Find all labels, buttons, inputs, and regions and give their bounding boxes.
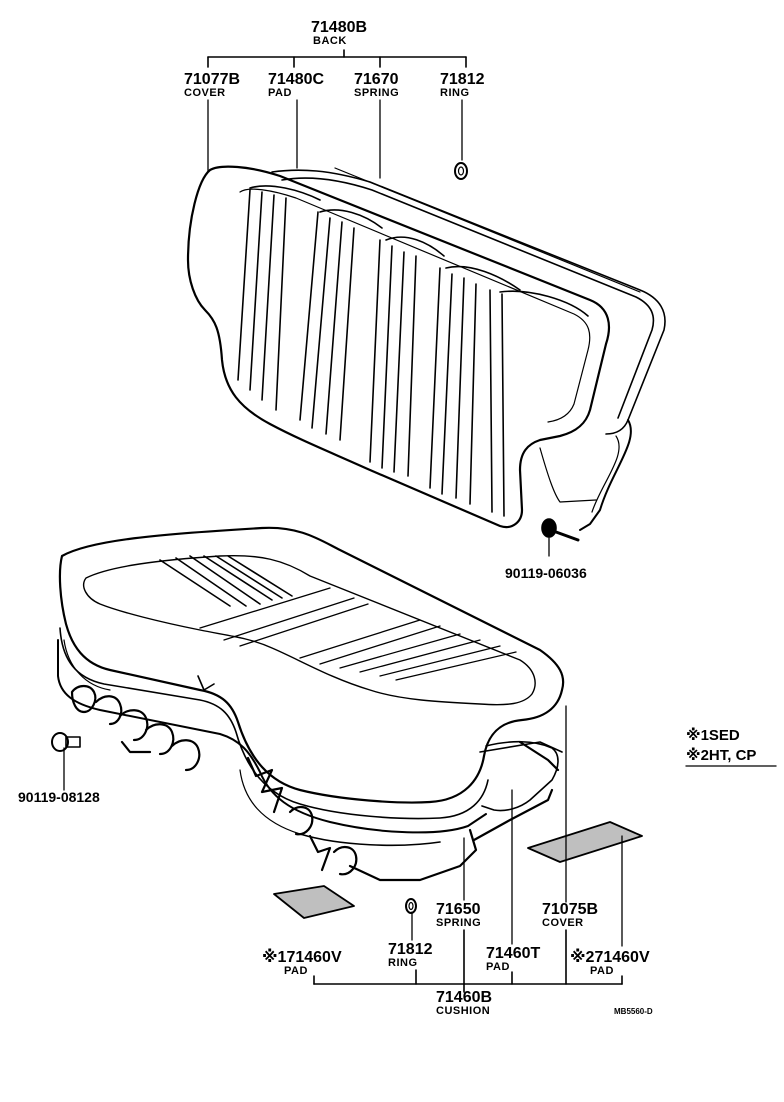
cushion-pad-t-name: PAD <box>486 961 510 973</box>
cushion-spring-wire <box>70 684 560 882</box>
back-leader-lines <box>207 99 463 179</box>
back-part-name: BACK <box>313 35 347 47</box>
pad-71460t <box>479 740 563 812</box>
bolt-cushion-icon <box>51 732 81 752</box>
back-pad-number: 71480C <box>268 71 325 88</box>
cushion-spring-name: SPRING <box>436 917 482 929</box>
back-bracket-lines <box>207 49 467 68</box>
back-ring-number: 71812 <box>440 71 485 88</box>
bolt-back-icon <box>541 518 580 557</box>
cushion-bracket-lines <box>313 929 623 993</box>
back-cover-name: COVER <box>184 87 226 99</box>
back-ring-name: RING <box>440 87 470 99</box>
cushion-ring-name: RING <box>388 957 418 969</box>
ring-71812-back <box>454 162 468 180</box>
cushion-leader-lines <box>63 705 623 947</box>
back-part-number: 71480B <box>311 19 368 36</box>
cushion-pad-v1-name: PAD <box>284 965 308 977</box>
seat-back-cushion <box>186 165 610 529</box>
bolt-cushion-number: 90119-08128 <box>18 789 100 805</box>
cushion-pad-v1-number: ※171460V <box>262 949 342 966</box>
back-pad-name: PAD <box>268 87 292 99</box>
pad-71460v-right <box>527 821 643 863</box>
cushion-pad-t-number: 71460T <box>486 945 541 962</box>
cushion-cover-number: 71075B <box>542 901 599 918</box>
legend-line-1: ※1SED <box>686 727 740 744</box>
bolt-back-number: 90119-06036 <box>505 565 587 581</box>
cushion-pad-v2-name: PAD <box>590 965 614 977</box>
seat-back-spring-frame <box>271 167 666 531</box>
pad-71460v-left <box>273 885 355 919</box>
legend-line-2: ※2HT, CP <box>686 747 757 764</box>
cushion-assembly-number: 71460B <box>436 989 493 1006</box>
cushion-spring-number: 71650 <box>436 901 481 918</box>
seat-cushion <box>57 526 565 847</box>
back-cover-number: 71077B <box>184 71 241 88</box>
cushion-pad-v2-number: ※271460V <box>570 949 650 966</box>
ring-71812-cushion <box>405 898 417 914</box>
cushion-assembly-name: CUSHION <box>436 1005 491 1017</box>
cushion-cover-name: COVER <box>542 917 584 929</box>
cushion-ring-number: 71812 <box>388 941 433 958</box>
drawing-code: MB5560-D <box>614 1007 653 1016</box>
back-spring-name: SPRING <box>354 87 400 99</box>
back-spring-number: 71670 <box>354 71 399 88</box>
